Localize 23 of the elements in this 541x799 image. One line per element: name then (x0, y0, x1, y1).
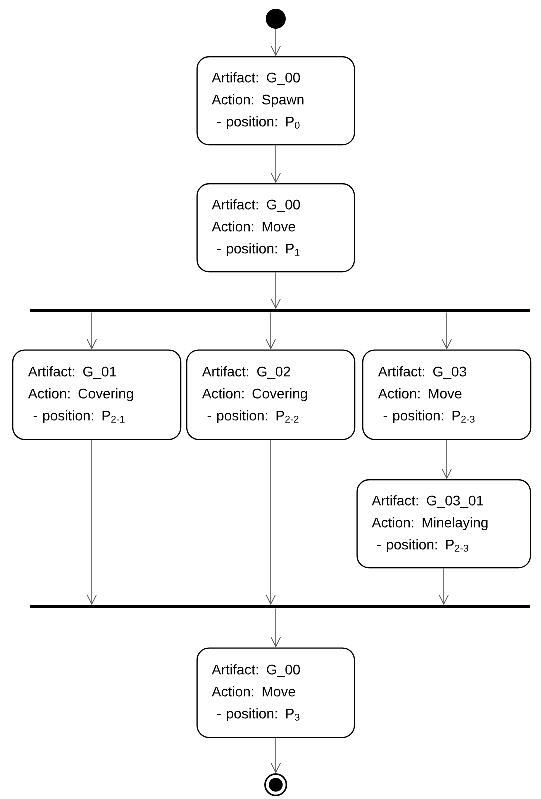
arrow (266, 312, 276, 350)
arrow (270, 608, 282, 648)
arrow (270, 738, 282, 774)
arrow (270, 145, 282, 184)
fork-bar (30, 310, 530, 312)
action-box: Artifact: G_03 Action: Move - position: P$_{2-3}$ (362, 350, 532, 440)
arrow (86, 440, 98, 606)
action-box: Artifact: G_02 Action: Covering - position: P$_{2-2}$ (186, 350, 356, 440)
arrow (442, 312, 452, 350)
arrow (442, 440, 452, 480)
final-node (264, 774, 288, 796)
initial-node (266, 9, 286, 29)
arrow (270, 272, 282, 310)
arrow (438, 568, 450, 606)
action-box: Artifact: G_00 Action: Move - position: P$_{3}$ (196, 648, 356, 738)
arrow (266, 440, 276, 606)
action-box: Artifact: G_00 Action: Move - position: P$_{1}$ (196, 183, 356, 273)
arrow (270, 28, 282, 56)
action-box: Artifact: G_01 Action: Covering - position: P$_{2-1}$ (12, 350, 182, 440)
action-box: Artifact: G_03_01 Action: Minelaying - position: P$_{2-3}$ (356, 479, 532, 569)
arrow (86, 312, 98, 350)
action-box: Artifact: G_00 Action: Spawn - position: P$_{0}$ (196, 56, 356, 146)
join-bar (30, 606, 530, 608)
